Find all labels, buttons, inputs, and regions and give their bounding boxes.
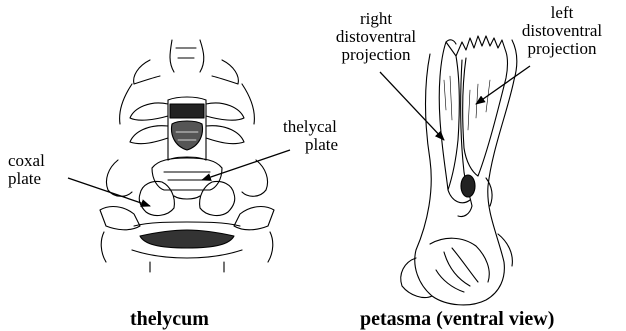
coxal-plate-label: coxal plate	[8, 152, 45, 188]
thelycal-plate-label-line-2: plate	[283, 136, 338, 154]
thelycum-caption: thelycum	[130, 308, 209, 330]
left-projection-label-line-2: distoventral	[512, 22, 612, 40]
coxal-plate-label-line-1: coxal	[8, 152, 45, 170]
thelycal-plate-label-line-1: thelycal	[283, 118, 338, 136]
left-projection-label-line-1: left	[512, 4, 612, 22]
left-projection-label-line-3: projection	[512, 40, 612, 58]
left-distoventral-projection-label: left distoventral projection	[512, 4, 612, 58]
petasma-caption: petasma (ventral view)	[360, 308, 554, 330]
coxal-plate-label-line-2: plate	[8, 170, 45, 188]
right-projection-arrow	[380, 72, 444, 140]
coxal-plate-arrow	[68, 178, 150, 206]
thelycal-plate-label: thelycal plate	[283, 118, 338, 154]
right-distoventral-projection-label: right distoventral projection	[326, 10, 426, 64]
petasma-drawing	[401, 36, 517, 305]
right-projection-label-line-2: distoventral	[326, 28, 426, 46]
left-projection-arrow	[476, 66, 530, 104]
right-projection-label-line-1: right	[326, 10, 426, 28]
thelycal-plate-arrow	[202, 150, 290, 180]
thelycum-drawing	[100, 40, 274, 272]
right-projection-label-line-3: projection	[326, 46, 426, 64]
